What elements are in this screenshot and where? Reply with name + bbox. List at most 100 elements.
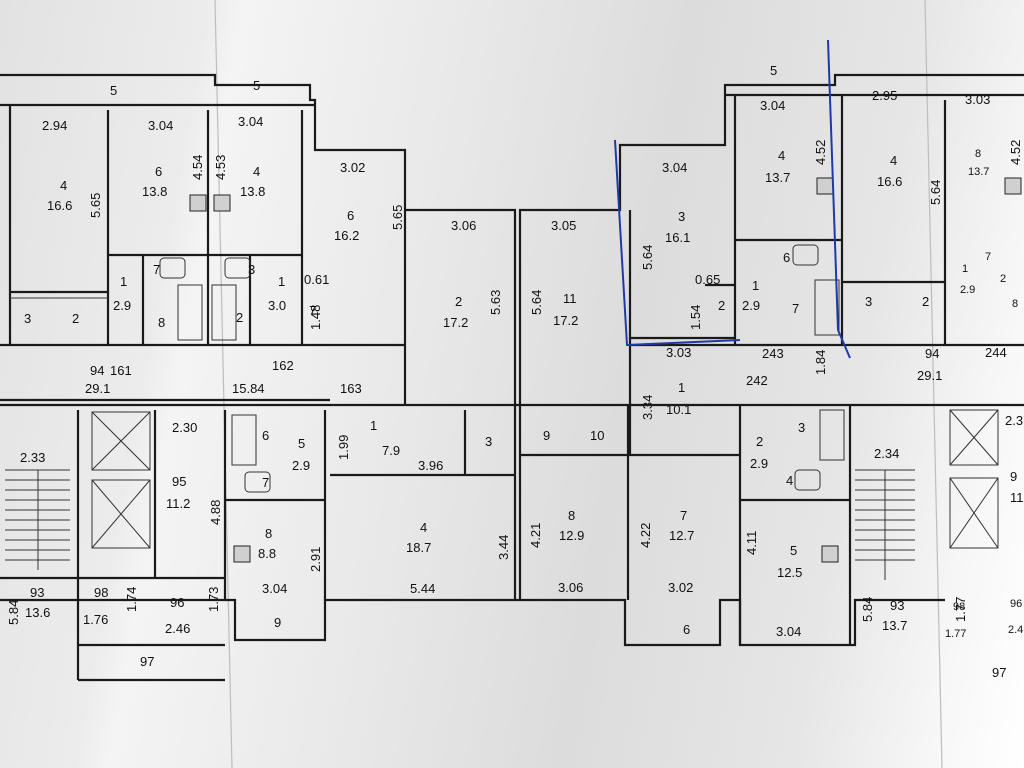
room-number: 3	[865, 294, 872, 309]
dim-label: 5.44	[410, 581, 435, 596]
room-area: 16.2	[334, 228, 359, 243]
dim-label: 5.64	[928, 180, 943, 205]
apartment-bottom: 2.33 2.30 4.88 1.99 3.96 2.91 3.44 5.44 …	[0, 403, 1024, 682]
dim-label: 1.77	[953, 597, 968, 622]
room-number: 2	[72, 311, 79, 326]
dim-label: 0.61	[304, 272, 329, 287]
room-area: 13.7	[968, 166, 989, 178]
dim-label: 5.65	[390, 205, 405, 230]
room-number: 3	[798, 420, 805, 435]
room-area: 18.7	[406, 540, 431, 555]
room-number: 98	[94, 585, 108, 600]
room-number: 4	[60, 178, 67, 193]
dim-label: 242	[746, 373, 768, 388]
dim-label: 15.84	[232, 381, 265, 396]
room-number: 3	[485, 434, 492, 449]
dim-label: 2.4	[1008, 624, 1023, 636]
dim-label: 3.02	[340, 160, 365, 175]
room-area: 16.6	[877, 174, 902, 189]
dim-label: 5.64	[529, 290, 544, 315]
dim-label: 3.04	[776, 624, 801, 639]
dim-label: 1.99	[336, 435, 351, 460]
paper-fold	[924, 0, 943, 768]
room-area: 13.6	[25, 605, 50, 620]
room-number: 7	[262, 475, 269, 490]
dim-label: 3.34	[640, 395, 655, 420]
dim-label: 3.96	[418, 458, 443, 473]
room-area: 8.8	[258, 546, 276, 561]
room-number: 3	[248, 262, 255, 277]
dim-label: 5.64	[640, 245, 655, 270]
dim-label: 1.74	[124, 587, 139, 612]
room-number: 8	[568, 508, 575, 523]
dim-label: 5.84	[860, 597, 875, 622]
dim-label: 1.48	[308, 305, 323, 330]
dim-label: 5	[253, 78, 260, 93]
partial-plan-right-edge: 2.3 9 11 96 2.4	[1005, 413, 1024, 636]
room-number: 93	[890, 598, 904, 613]
dim-label: 4.11	[744, 531, 759, 555]
room-area: 17.2	[553, 313, 578, 328]
room-area: 12.9	[559, 528, 584, 543]
dim-label: 3.04	[662, 160, 687, 175]
dim-label: 1.73	[206, 587, 221, 612]
room-number: 8	[265, 526, 272, 541]
dim-label: 6	[683, 622, 690, 637]
room-area: 11.2	[166, 496, 190, 511]
room-number: 4	[786, 473, 793, 488]
dim-label: 3.03	[666, 345, 691, 360]
stairs-left	[5, 469, 70, 570]
dim-label: 2.3	[1005, 413, 1023, 428]
dim-label: 4.52	[813, 140, 828, 165]
room-number: 2	[922, 294, 929, 309]
room-number: 7	[309, 303, 316, 318]
dim-label: 5	[770, 63, 777, 78]
room-number: 1	[752, 278, 759, 293]
room-number: 6	[262, 428, 269, 443]
dim-label: 2.33	[20, 450, 45, 465]
room-area: 1.76	[83, 612, 108, 627]
room-area: 16.6	[47, 198, 72, 213]
room-number: 1	[278, 274, 285, 289]
room-area: 17.2	[443, 315, 468, 330]
dim-label: 3.03	[965, 92, 990, 107]
room-area: 13.8	[142, 184, 167, 199]
room-number: 2	[1000, 273, 1006, 285]
room-area: 2.9	[292, 458, 310, 473]
apartment-right-top: 5 3.05 3.04 3.04 2.95 3.03 5.64 5.64 4.5…	[518, 39, 1024, 455]
dim-label: 4.22	[638, 523, 653, 548]
room-number: 6	[783, 250, 790, 265]
room-number: 10	[590, 428, 604, 443]
dim-label: 3.02	[668, 580, 693, 595]
room-number: 98	[953, 601, 965, 613]
room-number: 4	[253, 164, 260, 179]
room-number: 7	[153, 262, 160, 277]
dim-label: 4.52	[1008, 140, 1023, 165]
room-area: 12.7	[669, 528, 694, 543]
dim-label: 2.30	[172, 420, 197, 435]
room-number: 7	[985, 251, 991, 263]
dim-label: 4.54	[190, 155, 205, 180]
room-area: 7.9	[382, 443, 400, 458]
dim-label: 0.65	[695, 272, 720, 287]
room-area: 2.9	[113, 298, 131, 313]
room-area: 2.9	[750, 456, 768, 471]
room-area: 11	[1010, 490, 1024, 505]
room-number: 96	[170, 595, 184, 610]
room-number: 94	[90, 363, 104, 378]
dim-label: 163	[340, 381, 362, 396]
dim-label: 5	[110, 83, 117, 98]
room-area: 13.7	[765, 170, 790, 185]
room-area: 13.7	[882, 618, 907, 633]
room-number: 2	[756, 434, 763, 449]
dim-label: 5.65	[88, 193, 103, 218]
room-number: 11	[563, 291, 577, 306]
apartment-left-top: 5 5 2.94 3.04 3.04 3.02 3.06 5.65 4.54 4…	[0, 73, 517, 405]
room-area: 12.5	[777, 565, 802, 580]
room-number: 1	[962, 263, 968, 275]
dim-label: 2.34	[874, 446, 899, 461]
room-area: 16.1	[665, 230, 690, 245]
room-number: 3	[24, 311, 31, 326]
room-area: 2.9	[960, 284, 975, 296]
dim-label: 2.95	[872, 88, 897, 103]
